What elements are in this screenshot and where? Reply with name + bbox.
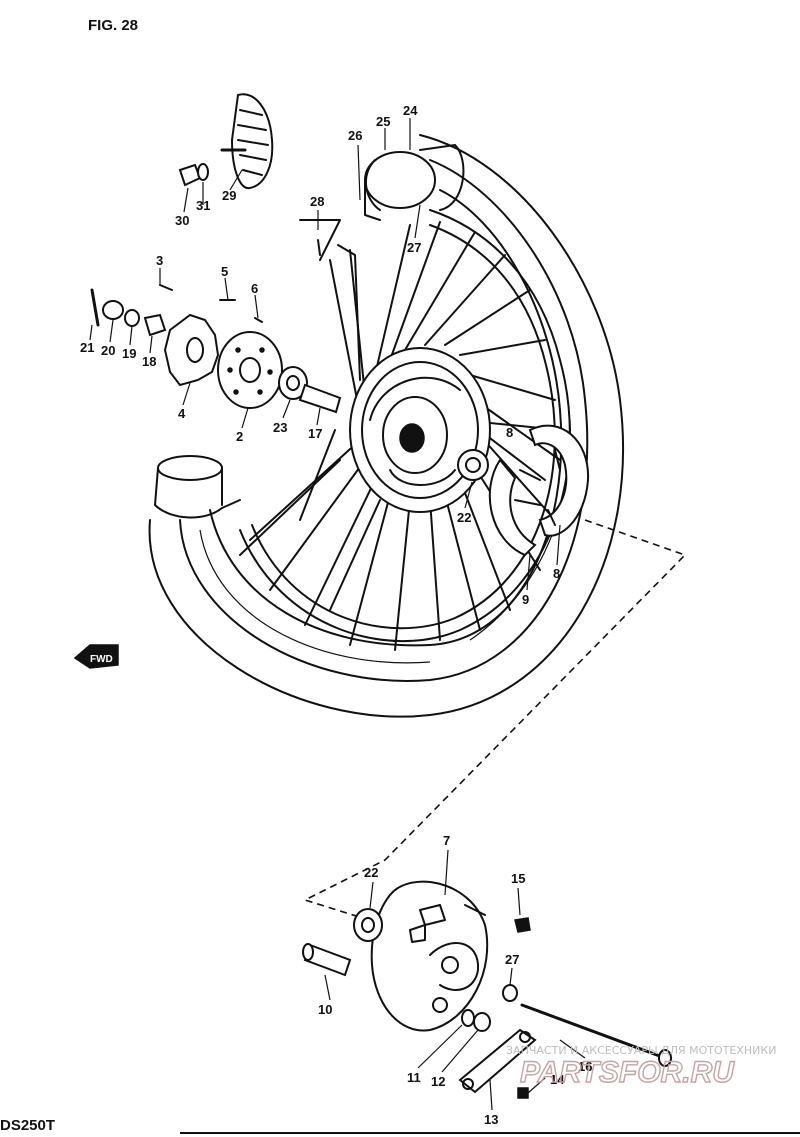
valve-stem-28 xyxy=(299,219,361,381)
bearing-23 xyxy=(278,366,308,400)
callout-16: 16 xyxy=(578,1059,592,1074)
callout-15: 15 xyxy=(511,871,525,886)
callout-2: 2 xyxy=(236,429,243,444)
axle-sleeve-10 xyxy=(302,943,352,977)
callout-27-upper: 27 xyxy=(407,240,421,255)
callout-5: 5 xyxy=(221,264,228,279)
callout-8-upper: 8 xyxy=(506,425,513,440)
callout-leaders xyxy=(89,118,586,1111)
callout-7: 7 xyxy=(443,833,450,848)
seal-22-lower xyxy=(353,908,383,942)
callout-6: 6 xyxy=(251,281,258,296)
brake-rod-16 xyxy=(520,1003,672,1067)
callout-8-lower: 8 xyxy=(553,566,560,581)
washer-27-lower xyxy=(502,984,518,1002)
disc-2 xyxy=(217,331,283,409)
nut-15 xyxy=(514,917,531,933)
callout-22-upper: 22 xyxy=(457,510,471,525)
sprocket-cover-29 xyxy=(220,93,274,190)
watermark: ЗАПЧАСТИ И АКСЕССУАРЫ ДЛЯ МОТОТЕХНИКИ PA… xyxy=(506,1044,776,1090)
callout-12: 12 xyxy=(431,1074,445,1089)
callout-4: 4 xyxy=(178,406,186,421)
model-code: DS250T xyxy=(0,1117,55,1134)
callout-3: 3 xyxy=(156,253,163,268)
callout-21: 21 xyxy=(80,340,94,355)
callout-31: 31 xyxy=(196,198,210,213)
watermark-tagline: ЗАПЧАСТИ И АКСЕССУАРЫ ДЛЯ МОТОТЕХНИКИ xyxy=(506,1044,776,1057)
callout-17: 17 xyxy=(308,426,322,441)
tire xyxy=(148,134,625,718)
callout-22-lower: 22 xyxy=(364,865,378,880)
callout-30: 30 xyxy=(175,213,189,228)
fwd-label: FWD xyxy=(90,654,113,665)
callout-25: 25 xyxy=(376,114,390,129)
small-parts-18-21 xyxy=(90,284,263,337)
callout-18: 18 xyxy=(142,354,156,369)
hub-spacer-22 xyxy=(457,449,489,481)
axle-spacer-17 xyxy=(298,383,342,414)
brake-arm-13 xyxy=(458,1028,537,1094)
callout-19: 19 xyxy=(122,346,136,361)
callout-27-lower: 27 xyxy=(505,952,519,967)
callout-28: 28 xyxy=(310,194,324,209)
callout-20: 20 xyxy=(101,343,115,358)
callout-labels: 24 25 26 27 28 29 30 31 3 5 6 21 20 19 1… xyxy=(80,103,592,1127)
tire-cross-section-lower xyxy=(154,455,241,519)
tube-cross-section-top xyxy=(364,144,465,221)
callout-11: 11 xyxy=(407,1070,421,1085)
callout-13: 13 xyxy=(484,1112,498,1127)
sprocket-4 xyxy=(163,313,220,387)
nut-30 xyxy=(178,163,209,187)
brake-shoes xyxy=(488,424,590,557)
callout-9: 9 xyxy=(522,592,529,607)
watermark-logo: PARTSFOR.RU xyxy=(520,1056,735,1089)
wheel-hub xyxy=(349,347,491,513)
rim xyxy=(239,209,571,643)
brake-panel-7 xyxy=(370,880,489,1032)
washers-11-12 xyxy=(461,1009,491,1032)
callout-29: 29 xyxy=(222,188,236,203)
assembly-leader-lines xyxy=(302,519,687,926)
bolt-14 xyxy=(517,1087,529,1099)
callout-24: 24 xyxy=(403,103,418,118)
figure-title: FIG. 28 xyxy=(88,17,138,34)
callout-26: 26 xyxy=(348,128,362,143)
spokes xyxy=(239,221,561,651)
callout-23: 23 xyxy=(273,420,287,435)
fwd-arrow-icon: FWD xyxy=(73,644,119,669)
callout-14: 14 xyxy=(550,1072,565,1087)
callout-10: 10 xyxy=(318,1002,332,1017)
